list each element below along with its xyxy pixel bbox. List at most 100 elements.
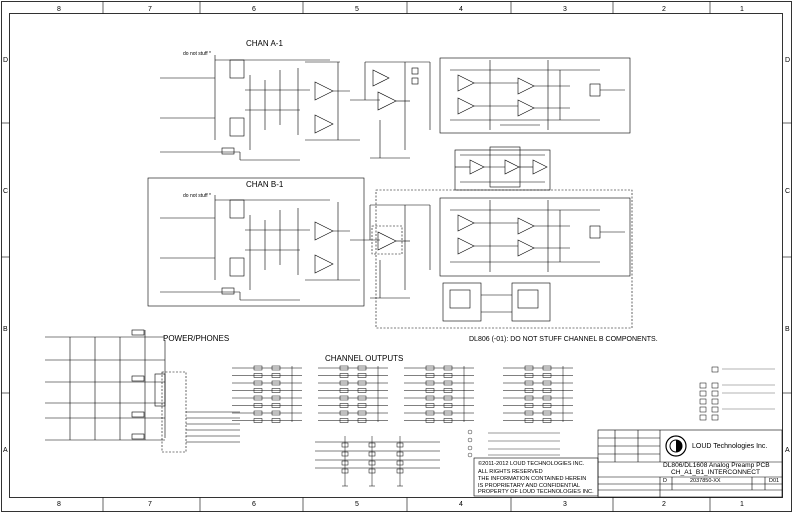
zone-col-label: 8: [57, 501, 61, 508]
output-resistor: [443, 388, 453, 393]
stuffing-legend: [699, 366, 775, 421]
output-resistor: [425, 380, 435, 386]
zone-col-label: 7: [148, 501, 152, 508]
drawing-title-2: CH_A1_B1_INTERCONNECT: [671, 469, 761, 476]
output-resistor: [357, 373, 367, 378]
channel-outputs-schematic: [232, 365, 573, 423]
company-name: LOUD Technologies Inc.: [692, 443, 768, 450]
output-resistor: [542, 373, 552, 378]
zone-col-label: 2: [662, 6, 666, 13]
zone-row-label: C: [785, 188, 791, 195]
matrix-resistor: [368, 460, 376, 466]
chan-b-title: CHAN B-1: [246, 180, 284, 189]
matrix-resistor: [368, 468, 376, 474]
output-resistor: [443, 395, 453, 401]
output-resistor: [542, 380, 552, 386]
revision: D01: [769, 478, 780, 484]
zone-row-label: D: [3, 57, 9, 64]
zone-row-label: B: [785, 326, 790, 333]
output-resistor: [524, 388, 534, 393]
output-resistor: [542, 388, 552, 393]
output-resistor: [253, 395, 263, 401]
zone-col-label: 3: [563, 501, 567, 508]
zone-col-label: 4: [459, 501, 463, 508]
output-resistor: [339, 410, 349, 416]
matrix-resistor: [341, 442, 349, 448]
zone-col-label: 2: [662, 501, 666, 508]
chan-a-title: CHAN A-1: [246, 39, 283, 48]
output-resistor: [339, 395, 349, 401]
output-resistor: [443, 365, 453, 371]
output-resistor: [524, 403, 534, 408]
copyright-text: ©2011-2012 LOUD TECHNOLOGIES INC.: [478, 461, 585, 467]
zone-row-label: A: [785, 447, 790, 454]
loud-logo: [665, 435, 687, 457]
output-resistor: [253, 373, 263, 378]
output-resistor: [357, 418, 367, 423]
dns-note-a: do not stuff *: [183, 51, 211, 57]
output-resistor: [271, 388, 281, 393]
matrix-resistor: [341, 451, 349, 457]
chan-b-schematic: [147, 177, 633, 329]
output-resistor: [271, 395, 281, 401]
zone-col-label: 5: [355, 6, 359, 13]
output-resistor: [253, 388, 263, 393]
matrix-resistor: [396, 451, 404, 457]
output-resistor: [425, 365, 435, 371]
output-resistor: [357, 410, 367, 416]
output-resistor: [443, 403, 453, 408]
zone-col-label: 3: [563, 6, 567, 13]
output-resistor: [271, 410, 281, 416]
revision-notes: [467, 429, 560, 458]
output-resistor: [357, 388, 367, 393]
output-resistor: [357, 395, 367, 401]
output-resistor: [253, 418, 263, 423]
output-resistor: [271, 418, 281, 423]
dl806-note: DL806 (-01): DO NOT STUFF CHANNEL B COMP…: [469, 336, 658, 343]
output-resistor: [339, 418, 349, 423]
output-resistor-matrix: [315, 436, 440, 487]
output-resistor: [271, 380, 281, 386]
matrix-resistor: [341, 468, 349, 474]
zone-col-label: 8: [57, 6, 61, 13]
zone-col-label: 4: [459, 6, 463, 13]
output-resistor: [443, 410, 453, 416]
output-resistor: [339, 388, 349, 393]
proprietary-text-2: IS PROPRIETARY AND CONFIDENTIAL: [478, 483, 580, 489]
output-resistor: [443, 373, 453, 378]
output-resistor: [271, 403, 281, 408]
matrix-resistor: [396, 442, 404, 448]
output-resistor: [425, 418, 435, 423]
output-resistor: [253, 403, 263, 408]
power-phones-schematic: [45, 329, 240, 453]
matrix-resistor: [396, 460, 404, 466]
output-resistor: [524, 410, 534, 416]
zone-col-label: 7: [148, 6, 152, 13]
output-resistor: [271, 373, 281, 378]
zone-row-label: A: [3, 447, 8, 454]
output-resistor: [542, 365, 552, 371]
output-resistor: [253, 410, 263, 416]
output-resistor: [542, 418, 552, 423]
proprietary-text-1: THE INFORMATION CONTAINED HEREIN: [478, 476, 587, 482]
zone-col-label: 5: [355, 501, 359, 508]
output-resistor: [339, 403, 349, 408]
output-resistor: [443, 380, 453, 386]
matrix-resistor: [341, 460, 349, 466]
output-resistor: [542, 403, 552, 408]
zone-row-label: C: [3, 188, 9, 195]
part-number: 2037850-XX: [690, 478, 721, 484]
zone-row-label: B: [3, 326, 8, 333]
matrix-resistor: [368, 442, 376, 448]
channel-outputs-title: CHANNEL OUTPUTS: [325, 354, 404, 363]
output-resistor: [524, 395, 534, 401]
zone-col-label: 1: [740, 6, 744, 13]
matrix-resistor: [396, 468, 404, 474]
output-resistor: [524, 365, 534, 371]
output-resistor: [443, 418, 453, 423]
output-resistor: [339, 380, 349, 386]
output-resistor: [524, 418, 534, 423]
output-resistor: [425, 395, 435, 401]
